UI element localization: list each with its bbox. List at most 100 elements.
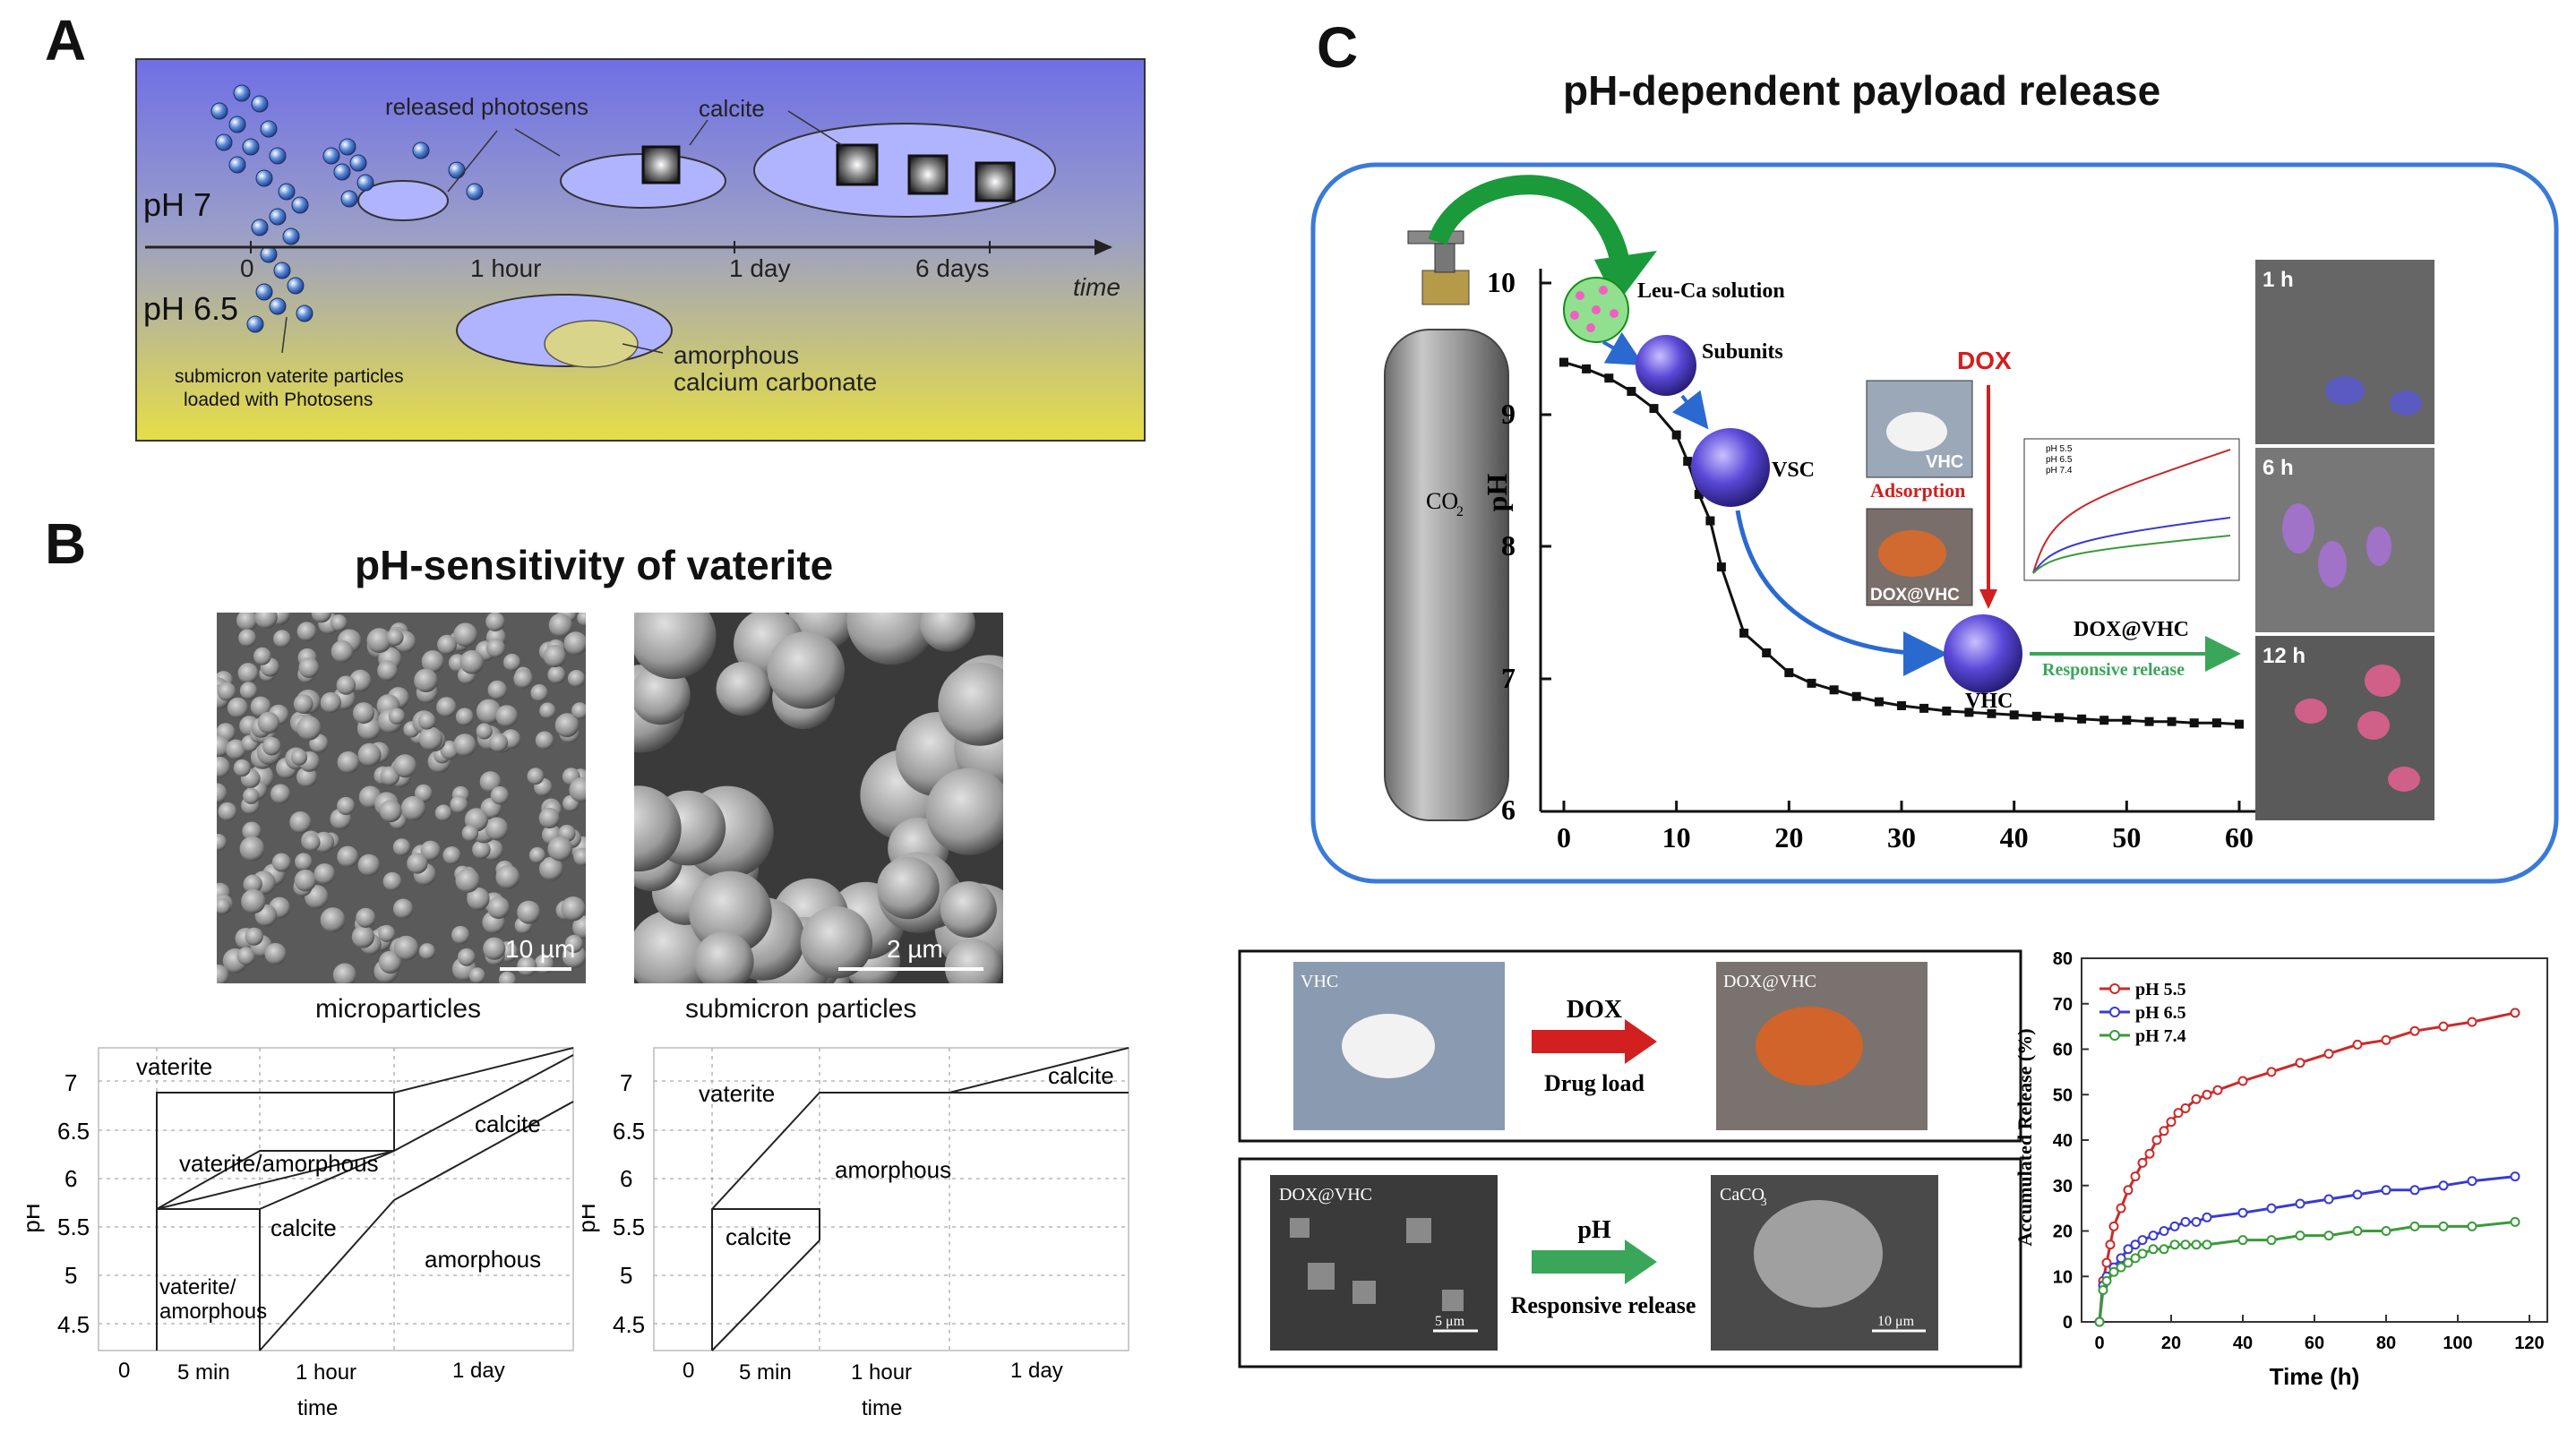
particle: [289, 811, 312, 834]
release-point: [2137, 1248, 2148, 1259]
particle: [694, 931, 754, 983]
release-point: [2295, 1198, 2306, 1209]
ph-point: [2009, 710, 2019, 720]
timeline-figure: pH 7 pH 6.5 0 1 hour 1 day 6 days time r…: [135, 58, 1146, 442]
ph-point: [2167, 716, 2177, 726]
responsive-release-label: Responsive release: [1511, 1292, 1696, 1318]
particle: [489, 733, 509, 752]
calcite-cube: [975, 161, 1016, 202]
particle: [498, 971, 516, 983]
particle: [414, 668, 438, 692]
particle: [311, 613, 332, 623]
vaterite-bead: [251, 95, 269, 113]
release-ytick: 60: [2053, 1041, 2073, 1060]
inset-legend: pH 5.5: [2046, 444, 2073, 454]
xtick: 5 min: [177, 1360, 230, 1385]
subunits-sphere: [1636, 335, 1696, 396]
release-point: [2191, 1216, 2202, 1227]
particle: [528, 846, 545, 863]
release-point: [2467, 1221, 2477, 1231]
particle: [940, 881, 997, 938]
ph-point: [2235, 719, 2244, 729]
particle: [513, 669, 533, 689]
release-box: DOX@VHC 5 μm CaCO 3 10 μm pH Responsive …: [1238, 1157, 2022, 1368]
ytick: 5: [64, 1262, 77, 1289]
vaterite-bead: [278, 183, 296, 201]
particle: [485, 639, 506, 658]
particle: [264, 942, 287, 965]
release-point: [2409, 1221, 2420, 1231]
particle: [925, 768, 1003, 855]
vaterite-bead: [233, 84, 251, 102]
ph65-label: pH 6.5: [143, 290, 238, 327]
region-amorphous-2: amorphous: [159, 1299, 267, 1324]
vaterite-bead: [356, 174, 374, 192]
particle: [418, 943, 435, 960]
particle: [357, 742, 382, 767]
release-xtick: 120: [2514, 1334, 2544, 1353]
particle: [270, 784, 290, 804]
particle: [490, 785, 510, 805]
vaterite-bead: [339, 138, 356, 156]
particle: [716, 661, 770, 716]
release-point: [2510, 1008, 2520, 1018]
particle: [437, 634, 458, 655]
release-point: [2116, 1262, 2126, 1273]
release-point: [2467, 1176, 2477, 1187]
ph-point: [1964, 708, 1974, 717]
release-point: [2381, 1226, 2391, 1236]
release-point: [2116, 1203, 2126, 1214]
subunits-label: Subunits: [1702, 340, 1783, 364]
release-point: [2169, 1239, 2180, 1250]
particle: [393, 898, 414, 919]
vaterite-bead: [412, 142, 430, 159]
panel-b-title: pH-sensitivity of vaterite: [355, 542, 834, 588]
particle: [485, 613, 505, 631]
tick-6-days: 6 days: [915, 254, 990, 282]
release-xtick: 60: [2305, 1334, 2324, 1353]
ph-point: [1582, 364, 1592, 373]
vaterite-bead: [273, 262, 291, 279]
release-point: [2237, 1207, 2248, 1218]
particle: [564, 934, 583, 953]
ytick: 5: [620, 1262, 632, 1289]
ph-point: [2211, 718, 2221, 728]
release-point: [2438, 1180, 2449, 1191]
ph-point: [1919, 703, 1929, 713]
particle: [295, 853, 313, 871]
scale-bar-submicron: 2 µm: [887, 935, 943, 963]
particle: [392, 838, 411, 856]
released-ellipse: [357, 180, 449, 221]
particle: [386, 628, 404, 647]
particle: [313, 863, 336, 885]
release-xtick: 0: [2094, 1334, 2104, 1353]
release-point: [2166, 1117, 2177, 1128]
ph-point: [2144, 716, 2154, 726]
ytick: 5.5: [613, 1214, 645, 1240]
green-arrow: [1428, 175, 1631, 270]
inset-legend: pH 6.5: [2046, 455, 2073, 465]
region-vaterite: vaterite: [699, 1080, 775, 1107]
vaterite-bead: [260, 120, 278, 138]
vsc-sphere: [1691, 428, 1770, 507]
calcite-cube: [641, 145, 681, 184]
particle: [217, 965, 229, 983]
particle: [451, 925, 470, 945]
particle: [476, 723, 493, 740]
inset-chart: [2023, 438, 2240, 581]
ytick: 10: [1487, 266, 1516, 298]
timeline-background: [135, 58, 1146, 442]
vaterite-bead: [242, 138, 260, 156]
particle: [226, 739, 246, 760]
sem-microparticles: 10 µm: [217, 613, 586, 983]
particle: [332, 963, 356, 983]
vaterite-bead: [246, 315, 264, 333]
particle: [217, 756, 230, 778]
vaterite-bead: [269, 208, 287, 226]
release-point: [2137, 1235, 2148, 1246]
vaterite-bead: [255, 283, 273, 301]
particle: [407, 853, 428, 874]
particle: [483, 937, 506, 960]
particle: [218, 802, 237, 821]
